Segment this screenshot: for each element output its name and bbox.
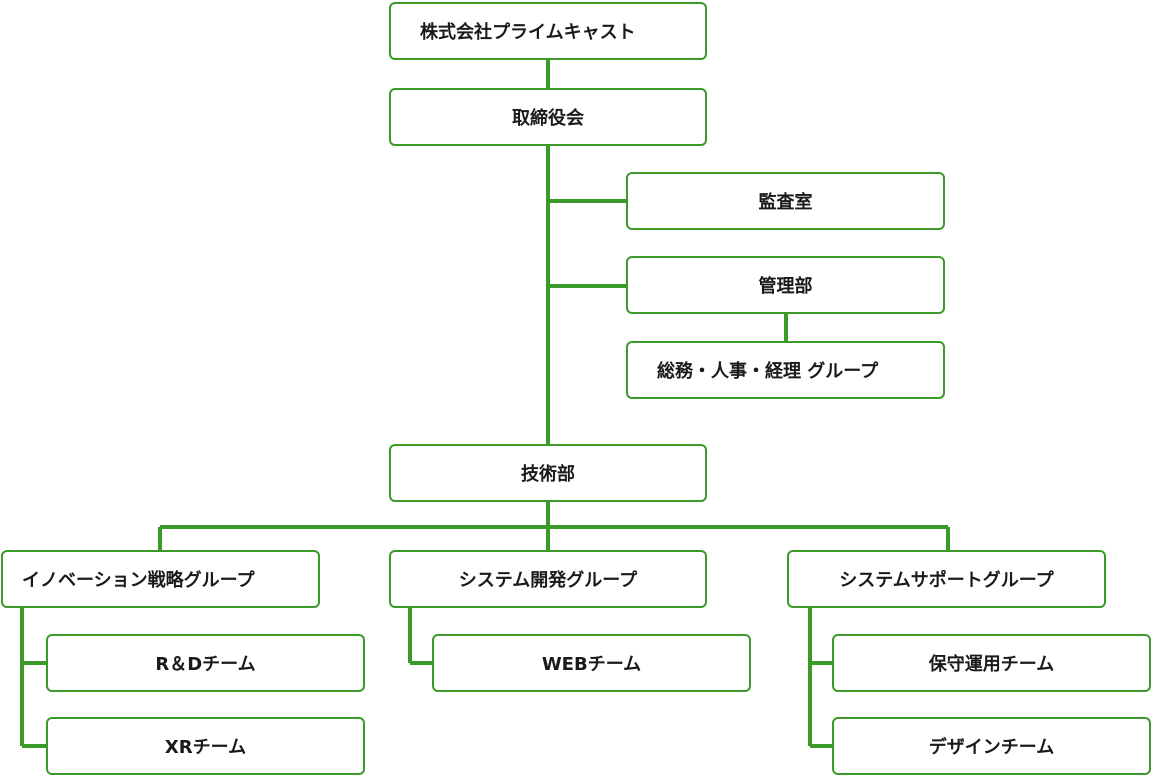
node-team-rd-label: R＆Dチーム [155,654,256,675]
node-audit: 監査室 [626,172,945,230]
node-group-innovation: イノベーション戦略グループ [1,550,320,608]
node-team-design: デザインチーム [832,717,1151,775]
node-audit-label: 監査室 [758,192,813,213]
node-admin-group-label: 総務・人事・経理 グループ [657,361,879,382]
node-company-label: 株式会社プライムキャスト [420,22,636,43]
node-team-ops-label: 保守運用チーム [928,654,1055,675]
node-team-web-label: WEBチーム [541,654,642,675]
node-group-support: システムサポートグループ [787,550,1106,608]
node-board-label: 取締役会 [512,108,584,129]
node-admin-label: 管理部 [758,276,813,297]
node-group-support-label: システムサポートグループ [839,570,1054,591]
node-group-innovation-label: イノベーション戦略グループ [22,570,255,591]
node-company: 株式会社プライムキャスト [389,2,707,60]
node-group-sysdev: システム開発グループ [389,550,707,608]
node-team-design-label: デザインチーム [928,737,1055,758]
node-team-xr: XRチーム [46,717,365,775]
node-admin-group: 総務・人事・経理 グループ [626,341,945,399]
node-team-xr-label: XRチーム [164,737,247,758]
node-team-web: WEBチーム [432,634,751,692]
node-tech-label: 技術部 [521,464,575,485]
node-group-sysdev-label: システム開発グループ [458,570,638,591]
node-admin: 管理部 [626,256,945,314]
node-board: 取締役会 [389,88,707,146]
node-team-rd: R＆Dチーム [46,634,365,692]
node-tech: 技術部 [389,444,707,502]
node-team-ops: 保守運用チーム [832,634,1151,692]
